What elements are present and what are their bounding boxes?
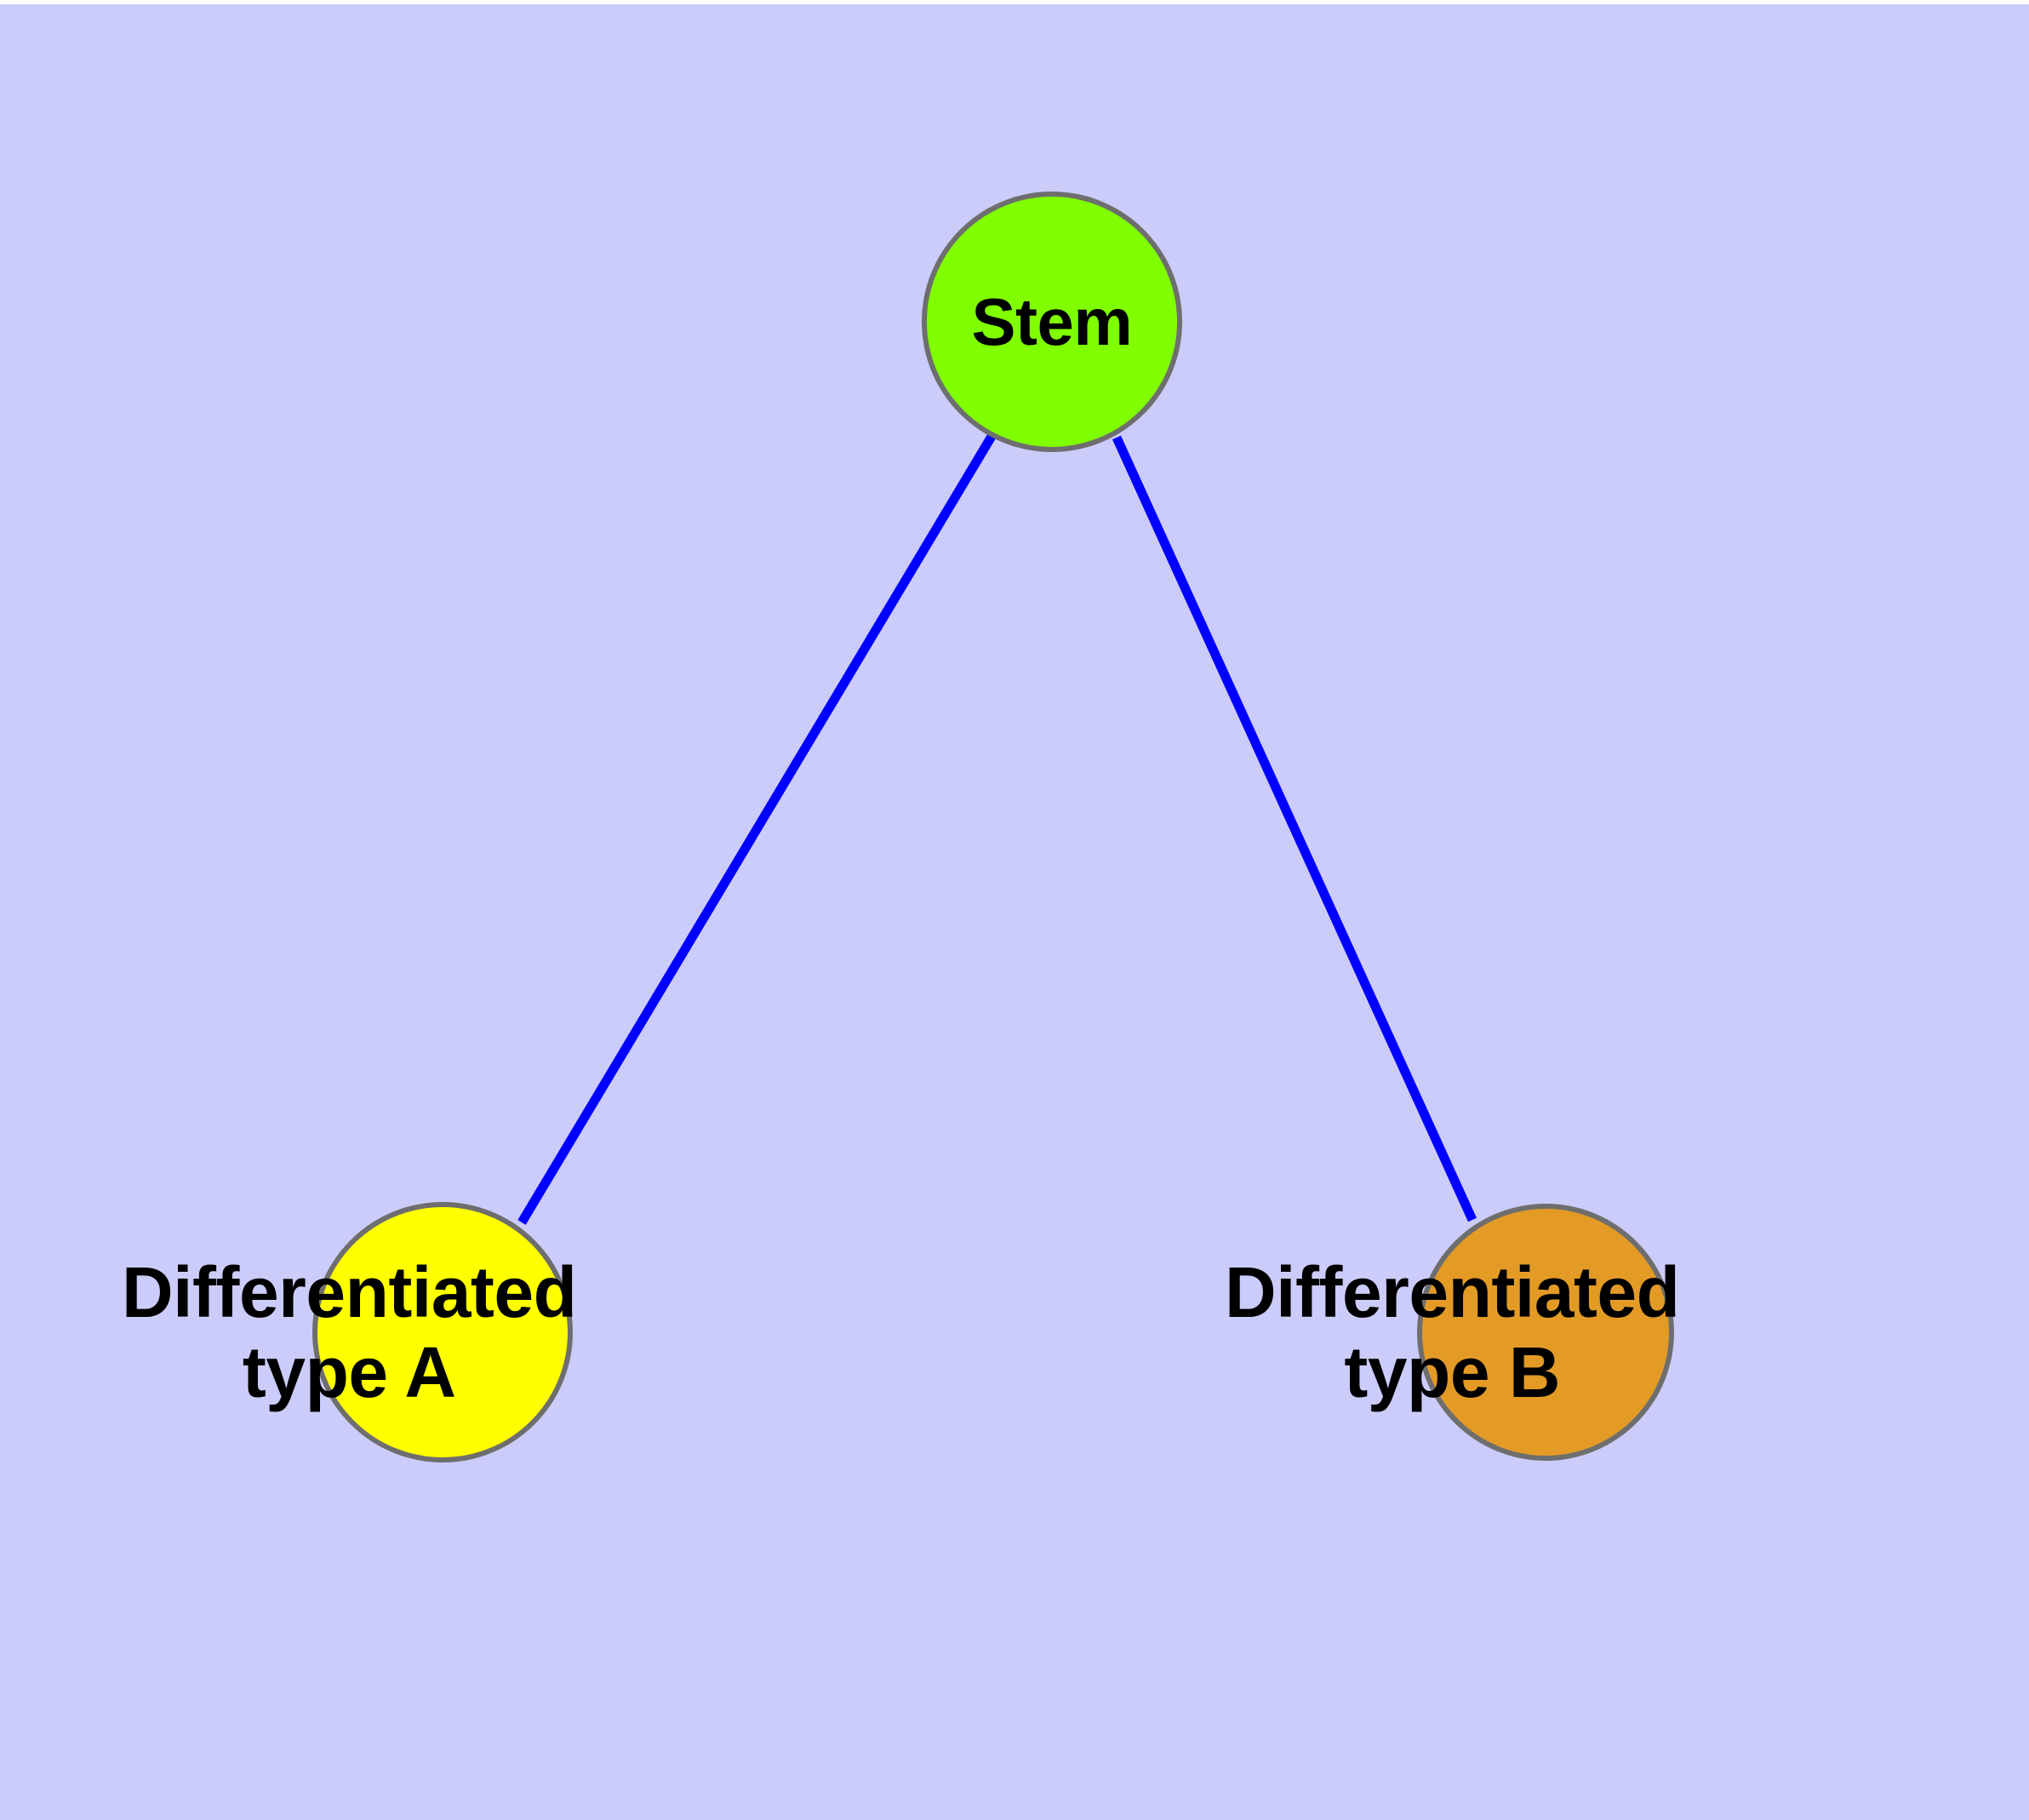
nodes-layer (312, 192, 1674, 1462)
graph-node-diff_b[interactable] (1417, 1204, 1674, 1461)
edges-layer (517, 432, 1477, 1225)
graph-node-diff_a[interactable] (312, 1202, 573, 1462)
graph-node-stem[interactable] (922, 192, 1182, 452)
graph-edge-stem-diff_b[interactable] (1112, 435, 1477, 1222)
graph-edge-stem-diff_a[interactable] (517, 432, 997, 1225)
